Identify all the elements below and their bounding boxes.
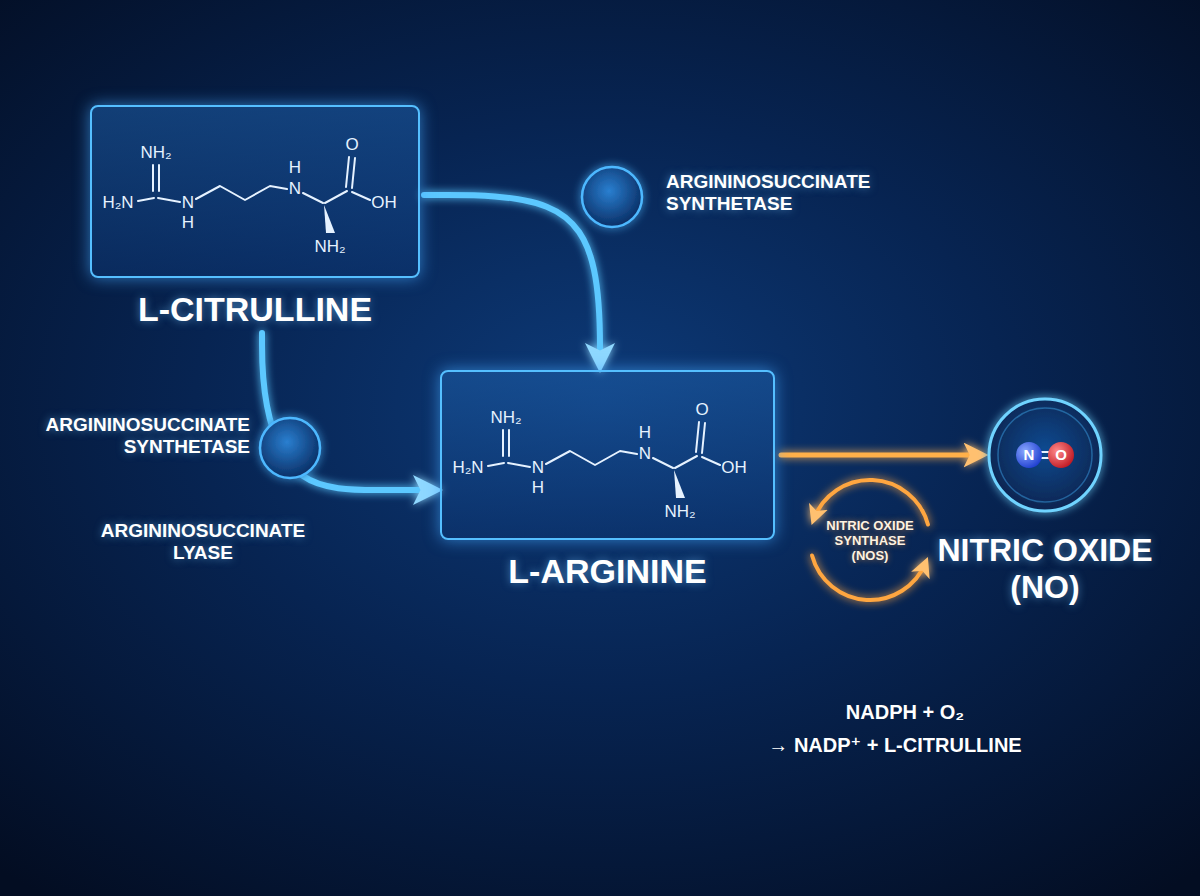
oxygen-atom <box>1048 442 1074 468</box>
atom-label: H <box>289 159 301 178</box>
diagram-node: NONITRIC OXIDE (NO) <box>980 390 1110 520</box>
enzyme-name: ARGININOSUCCINATE SYNTHETASE <box>12 414 250 458</box>
atom-symbol: N <box>1024 446 1035 463</box>
diagram-node: NITRIC OXIDE SYNTHASE (NOS) <box>805 475 935 605</box>
molecule-name: L-CITRULLINE <box>90 290 420 329</box>
atom-label: H <box>532 479 544 498</box>
molecule-name: NITRIC OXIDE (NO) <box>925 532 1165 606</box>
atom-label: O <box>695 401 708 420</box>
enzyme-circle-svg <box>580 165 654 239</box>
molecule-box-fill <box>440 370 775 540</box>
diagram-node: ARGININOSUCCINATE SYNTHETASE ARGININOSUCC… <box>12 412 332 582</box>
no-circle <box>989 399 1101 511</box>
cycle-arrows <box>805 475 935 605</box>
atom-label: N <box>182 194 194 213</box>
molecule-name: L-ARGININE <box>440 552 775 591</box>
citrulline-structure <box>138 157 370 233</box>
atom-label: H <box>639 424 651 443</box>
molecule-circle-svg <box>980 390 1110 520</box>
enzyme-circle <box>582 167 642 227</box>
diagram-node: L-CITRULLINE <box>90 105 420 329</box>
atom-label: O <box>345 136 358 155</box>
atom-label: NH₂ <box>314 238 345 257</box>
cycle-arrow <box>812 556 926 600</box>
double-bond <box>1038 452 1052 458</box>
reaction-arrow <box>781 453 981 458</box>
molecule-box <box>90 105 420 278</box>
atom-label: OH <box>721 459 747 478</box>
atom-label: NH₂ <box>664 503 695 522</box>
reaction-arrow <box>424 195 600 364</box>
reaction-note: NADPH + O₂ <box>846 701 964 723</box>
atom-label: H₂N <box>102 194 133 213</box>
atom-label: H₂N <box>452 459 483 478</box>
reaction-arrow <box>262 333 434 490</box>
atom-label: NH₂ <box>490 409 521 428</box>
atom-label: N <box>639 445 651 464</box>
cycle-arrow <box>814 480 928 524</box>
molecule-box <box>440 370 775 540</box>
arginine-structure <box>488 422 720 498</box>
atom-label: H <box>182 214 194 233</box>
atom-label: N <box>289 180 301 199</box>
atom-symbol: O <box>1055 446 1067 463</box>
diagram-node: ARGININOSUCCINATE SYNTHETASE <box>580 165 930 229</box>
diagram-node: L-ARGININE <box>440 370 775 591</box>
atom-label: OH <box>371 194 397 213</box>
enzyme-circle-svg <box>12 412 332 490</box>
nitrogen-atom <box>1016 442 1042 468</box>
atom-label: NH₂ <box>140 144 171 163</box>
atom-label: N <box>532 459 544 478</box>
reaction-note: → NADP⁺ + L-CITRULLINE <box>768 734 1021 756</box>
enzyme-name: NITRIC OXIDE SYNTHASE (NOS) <box>818 518 922 563</box>
molecule-box-fill <box>90 105 420 278</box>
enzyme-circle <box>260 418 320 478</box>
inner-ring <box>998 408 1092 502</box>
enzyme-name: ARGININOSUCCINATE SYNTHETASE <box>666 171 928 215</box>
enzyme-name: ARGININOSUCCINATE LYASE <box>72 520 334 564</box>
